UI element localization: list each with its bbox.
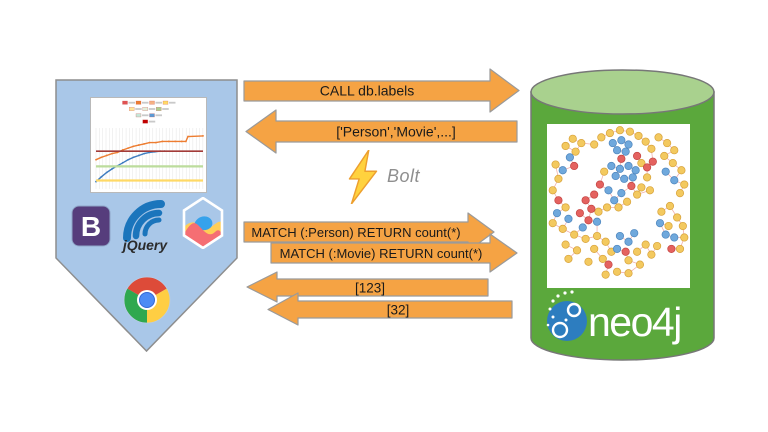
neo4j-logo: neo4j: [546, 290, 682, 345]
jquery-icon-label: jQuery: [121, 237, 169, 253]
message-call-labels: CALL db.labels: [320, 83, 414, 99]
chrome-icon-hub: [139, 292, 155, 308]
jquery-icon: jQuery: [121, 200, 169, 253]
message-match-movie: MATCH (:Movie) RETURN count(*): [280, 246, 483, 261]
arrow-call-labels: [243, 68, 520, 113]
graph-nodes: [548, 126, 689, 279]
lightning-bolt-shape: [348, 150, 378, 204]
arrow-labels-result: [245, 109, 518, 154]
neo4j-logo-dots: [546, 290, 574, 327]
arrow-person-result: [246, 271, 489, 303]
mini-chart-plot: [95, 128, 204, 189]
neo4j-logo-ring-small: [566, 302, 582, 318]
chrome-icon-wedges: [123, 276, 171, 324]
client-mini-chart: [90, 97, 207, 193]
chartjs-icon-hexagon: [182, 197, 224, 249]
message-movie-result: [32]: [387, 303, 410, 318]
jquery-icon-swooshes: [123, 200, 165, 242]
chartjs-icon: [182, 197, 224, 249]
graph-visualization: [548, 126, 689, 279]
bootstrap-icon: B: [71, 205, 111, 247]
bolt-protocol-label: Bolt: [387, 166, 421, 186]
message-match-person: MATCH (:Person) RETURN count(*): [251, 225, 460, 240]
database-cylinder-top: [530, 69, 715, 115]
arrow-movie-result: [267, 292, 513, 326]
bootstrap-icon-letter: B: [81, 211, 101, 242]
message-labels-result: ['Person','Movie',...]: [336, 124, 456, 140]
mini-chart-legend: [122, 100, 176, 124]
neo4j-logo-ring-large: [551, 321, 569, 339]
neo4j-logo-text: neo4j: [588, 299, 681, 345]
chrome-icon: [123, 276, 171, 324]
arrow-match-person: [243, 212, 495, 252]
arrow-match-movie: [270, 233, 518, 273]
message-person-result: [123]: [355, 281, 385, 296]
bootstrap-icon-tile: [71, 205, 111, 247]
mini-chart-frame: [90, 97, 207, 193]
lightning-bolt-icon: [348, 150, 378, 204]
